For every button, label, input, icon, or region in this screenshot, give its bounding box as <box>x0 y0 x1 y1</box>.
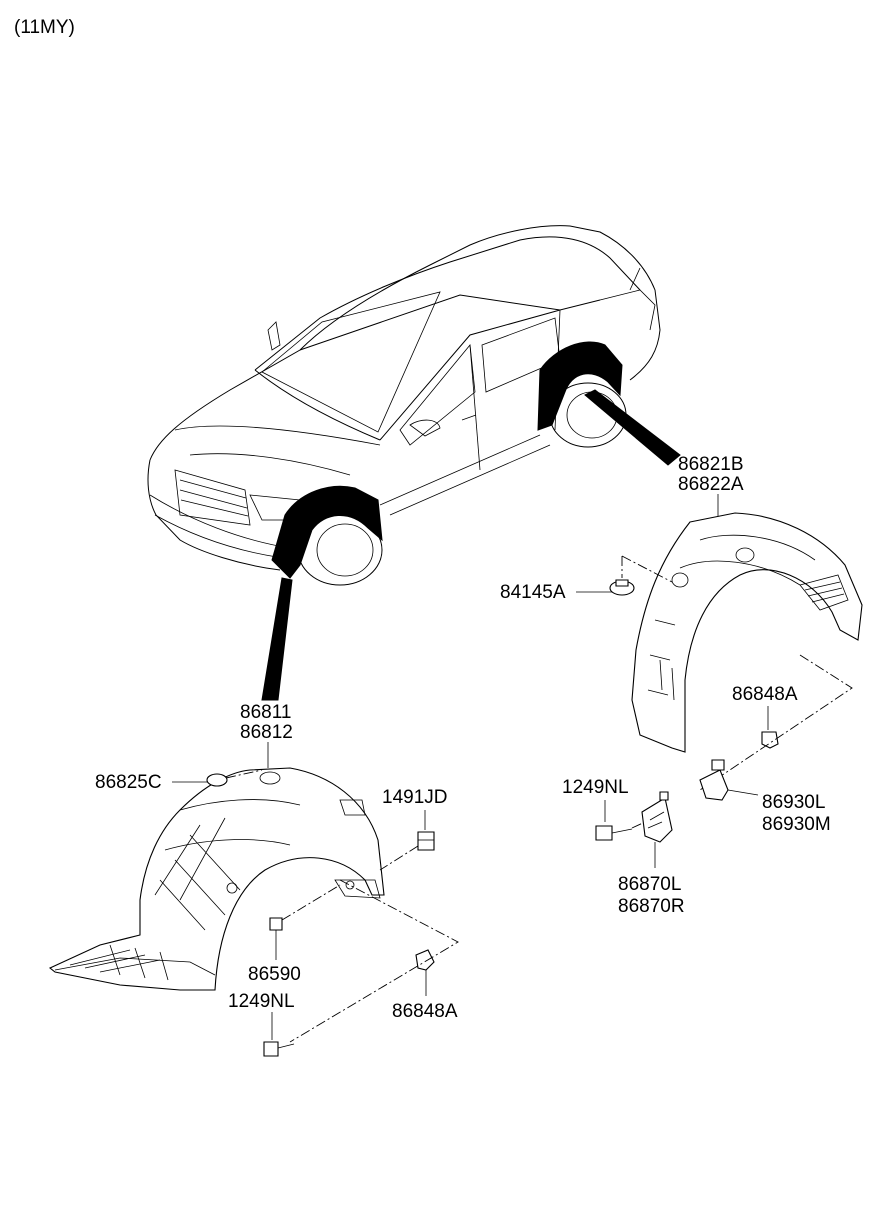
rear-fastener-part <box>761 731 779 749</box>
callout-front-nut: 1491JD <box>382 787 448 808</box>
car-illustration <box>147 225 661 586</box>
callout-rear-bracket-2: 86930M <box>762 814 831 835</box>
front-wheel-liner <box>48 767 385 991</box>
callout-front-bolt: 1249NL <box>228 991 295 1012</box>
callout-rear-fastener: 86848A <box>732 684 798 705</box>
callout-front-fastener: 86848A <box>392 1001 458 1022</box>
front-nut-part <box>417 831 435 851</box>
callout-rear-flap-1: 86870L <box>618 874 681 895</box>
front-clip-part <box>206 773 228 787</box>
rear-liner-highlight <box>537 341 623 431</box>
callout-rear-clip: 84145A <box>500 582 566 603</box>
callout-rear-bolt: 1249NL <box>562 777 629 798</box>
rear-wheel-liner <box>631 512 863 753</box>
front-fastener-part <box>415 949 435 971</box>
rear-leader-wedge <box>584 389 681 466</box>
front-liner-group: 86811 86812 86825C 1491JD 86590 <box>48 702 459 1057</box>
callout-front-upper-2: 86812 <box>240 722 293 743</box>
front-liner-highlight <box>271 485 383 579</box>
callout-front-screw: 86590 <box>248 964 301 985</box>
callout-front-clip: 86825C <box>95 772 162 793</box>
callout-rear-upper-1: 86821B <box>678 454 744 475</box>
front-leader-wedge <box>261 577 293 701</box>
front-screw-part <box>269 917 283 931</box>
rear-bracket-part <box>699 769 729 801</box>
rear-liner-group: 86821B 86822A 84145A 86848A 86930L 86930… <box>500 454 863 917</box>
model-year-label: (11MY) <box>14 17 75 38</box>
callout-rear-upper-2: 86822A <box>678 474 744 495</box>
callout-front-upper-1: 86811 <box>240 702 291 723</box>
callout-rear-bracket-1: 86930L <box>762 792 825 813</box>
rear-flap-part <box>641 797 673 843</box>
rear-bolt-part <box>595 825 613 841</box>
front-bolt-part <box>263 1041 279 1057</box>
callout-rear-flap-2: 86870R <box>618 896 685 917</box>
